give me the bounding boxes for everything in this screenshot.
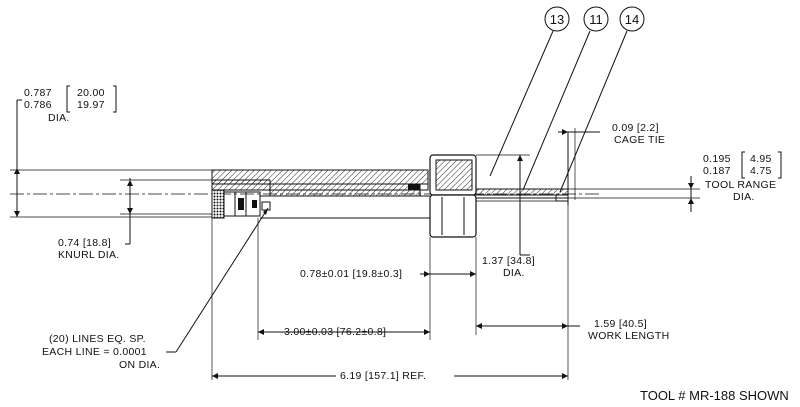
- outer-dia-label: DIA.: [48, 112, 70, 124]
- knurl-dia-value: 0.74 [18.8]: [58, 237, 111, 249]
- balloon-11-label: 11: [589, 12, 603, 27]
- tool-range-mm-max: 4.95: [750, 153, 772, 165]
- lines-note-line3: ON DIA.: [119, 359, 160, 371]
- offset-value: 0.78±0.01 [19.8±0.3]: [300, 268, 402, 280]
- knurl-dia-label: KNURL DIA.: [58, 249, 120, 261]
- knurl-dia-dimension: 0.74 [18.8] KNURL DIA.: [58, 178, 212, 261]
- work-length-label: WORK LENGTH: [588, 330, 669, 342]
- cage-tie-dimension: 0.09 [2.2] CAGE TIE: [558, 122, 665, 200]
- tool-range-dimension: 0.195 0.187 4.95 4.75 TOOL RANGE DIA.: [568, 151, 782, 212]
- outer-dia-dimension: 0.787 0.786 20.00 19.97 DIA.: [10, 85, 212, 218]
- balloon-11: 11: [522, 6, 609, 191]
- tool-body: [10, 132, 600, 238]
- collar-dia-label: DIA.: [503, 267, 525, 279]
- body-length-value: 3.00±0.03 [76.2±0.8]: [284, 326, 386, 338]
- mandrel-cage: [475, 188, 569, 196]
- tool-range-mm-min: 4.75: [750, 165, 772, 177]
- overall-length-dimension: 6.19 [157.1] REF.: [211, 218, 568, 382]
- outer-dia-mm-max: 20.00: [77, 87, 105, 99]
- overall-length-value: 6.19 [157.1] REF.: [340, 370, 426, 382]
- graduation-lines-note: (20) LINES EQ. SP. EACH LINE = 0.0001 ON…: [42, 207, 269, 371]
- balloon-14-label: 14: [625, 12, 639, 27]
- tool-range-dia-label: DIA.: [733, 191, 755, 203]
- knurl-knob: [211, 189, 225, 219]
- outer-dia-in-min: 0.786: [24, 99, 52, 111]
- outer-dia-in-max: 0.787: [24, 87, 52, 99]
- cage-tie-value: 0.09 [2.2]: [612, 122, 659, 134]
- tool-range-label: TOOL RANGE: [705, 179, 776, 191]
- work-length-value: 1.59 [40.5]: [594, 318, 647, 330]
- balloon-14: 14: [559, 6, 645, 193]
- outer-dia-mm-min: 19.97: [77, 99, 105, 111]
- caption: TOOL # MR-188 SHOWN: [640, 388, 789, 403]
- tool-range-in-min: 0.187: [703, 165, 731, 177]
- lines-note-line2: EACH LINE = 0.0001: [42, 346, 147, 358]
- collar-dia-dimension: 1.37 [34.8] DIA.: [476, 154, 535, 279]
- balloon-13-label: 13: [550, 12, 564, 27]
- balloon-13: 13: [489, 6, 570, 177]
- collar-dia-value: 1.37 [34.8]: [482, 255, 535, 267]
- lines-note-line1: (20) LINES EQ. SP.: [49, 333, 146, 345]
- body-length-dimension: 3.00±0.03 [76.2±0.8]: [257, 218, 430, 340]
- cage-tie-label: CAGE TIE: [614, 134, 665, 146]
- work-length-dimension: 1.59 [40.5] WORK LENGTH: [476, 205, 669, 380]
- callout-balloons: 13 11 14: [489, 6, 645, 193]
- offset-dimension: 0.78±0.01 [19.8±0.3]: [300, 237, 477, 340]
- tool-range-in-max: 0.195: [703, 153, 731, 165]
